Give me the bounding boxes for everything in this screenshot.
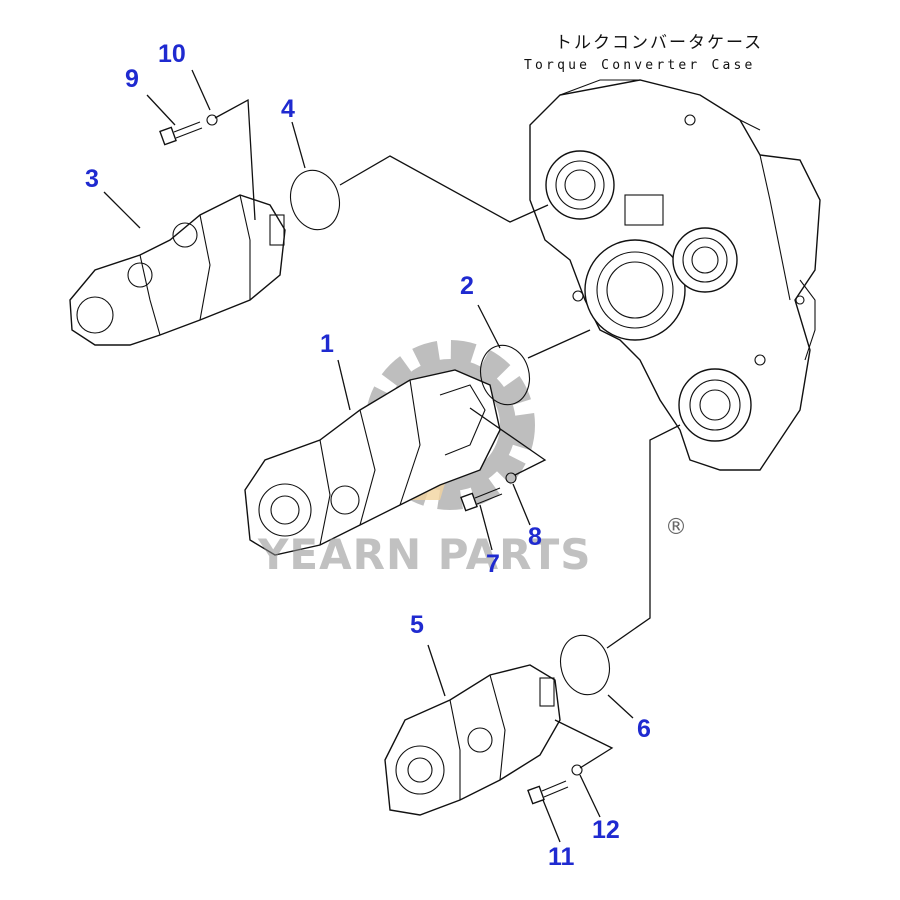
- pump-assembly-1: [244, 369, 501, 556]
- callout-10: 10: [158, 40, 186, 68]
- callout-3: 3: [85, 165, 99, 193]
- leader-lines: [103, 69, 634, 843]
- washer-10: [206, 114, 218, 126]
- callout-12: 12: [592, 816, 620, 844]
- callout-9: 9: [125, 65, 139, 93]
- washer-8: [505, 472, 517, 484]
- callout-8: 8: [528, 523, 542, 551]
- case-label-japanese: トルクコンバータケース: [555, 33, 763, 53]
- watermark-text: YEARN PARTS: [257, 530, 592, 579]
- callout-5: 5: [410, 611, 424, 639]
- torque-converter-case: [529, 79, 821, 471]
- bolt-7: [460, 487, 503, 512]
- washer-12: [571, 764, 583, 776]
- o-ring-6: [560, 634, 610, 696]
- case-label-english: Torque Converter Case: [524, 58, 756, 73]
- bolt-9: [159, 121, 203, 146]
- bolt-11: [527, 780, 569, 805]
- callout-7: 7: [486, 550, 500, 578]
- callout-11: 11: [548, 843, 575, 871]
- pump-assembly-5: [384, 664, 561, 816]
- pump-assembly-3: [69, 194, 286, 346]
- o-ring-2: [480, 344, 530, 406]
- callout-1: 1: [320, 330, 334, 358]
- callout-4: 4: [281, 95, 295, 123]
- callout-6: 6: [637, 715, 651, 743]
- assembly-lines: [214, 98, 681, 769]
- callout-2: 2: [460, 272, 474, 300]
- o-ring-4: [290, 169, 340, 231]
- registered-mark: ®: [665, 515, 687, 540]
